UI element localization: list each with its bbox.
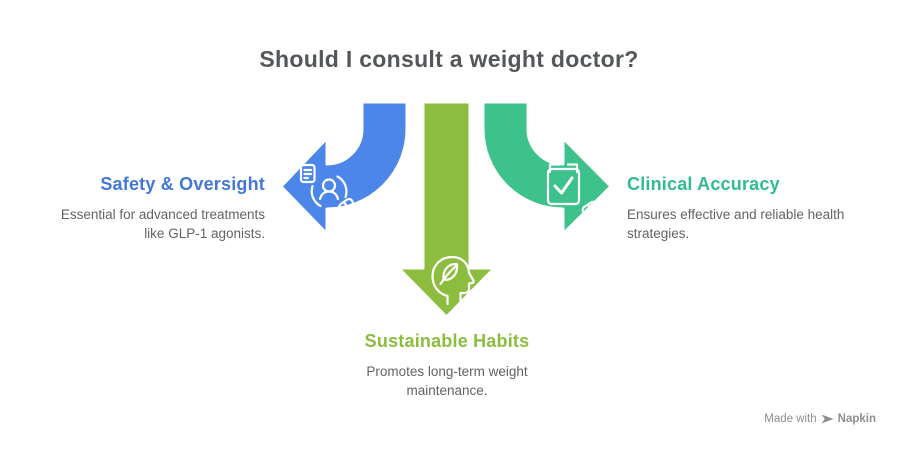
branch-safety: Safety & Oversight Essential for advance… xyxy=(40,174,265,243)
head-leaf-icon xyxy=(431,255,475,306)
clipboard-check-pill-icon xyxy=(546,163,599,216)
accuracy-arrow xyxy=(481,100,613,236)
watermark-brand: Napkin xyxy=(837,413,876,425)
page-title: Should I consult a weight doctor? xyxy=(259,46,639,72)
supervision-person-icon xyxy=(299,163,354,213)
watermark-text: Made with xyxy=(764,413,817,425)
habits-arrow xyxy=(397,100,496,319)
branch-habits-label: Sustainable Habits xyxy=(364,331,530,351)
safety-arrow xyxy=(279,100,409,236)
napkin-watermark[interactable]: Made with Napkin xyxy=(764,413,876,425)
branch-safety-description: Essential for advanced treatments like G… xyxy=(60,207,265,241)
branch-accuracy-description: Ensures effective and reliable health st… xyxy=(627,207,845,241)
napkin-pen-icon xyxy=(821,414,834,424)
branch-habits-description: Promotes long-term weight maintenance. xyxy=(366,364,528,398)
branch-safety-label: Safety & Oversight xyxy=(100,174,265,194)
branch-accuracy-label: Clinical Accuracy xyxy=(627,174,780,194)
branch-accuracy: Clinical Accuracy Ensures effective and … xyxy=(627,174,877,243)
branch-habits: Sustainable Habits Promotes long-term we… xyxy=(337,331,557,400)
